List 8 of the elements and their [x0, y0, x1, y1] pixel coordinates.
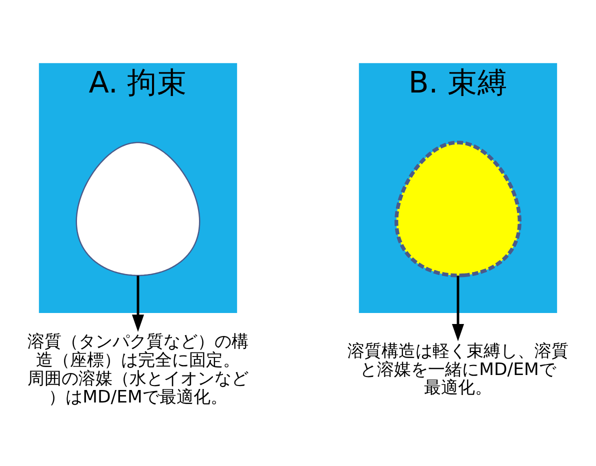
node-text: 溶質構造は軽く束縛し、溶質と溶媒を一緒にMD/EMで最適化。: [348, 341, 568, 398]
node-blob: [76, 142, 200, 276]
node-blob: [394, 140, 522, 278]
cluster: A. 拘束: [38, 63, 238, 313]
arrow: [452, 276, 464, 342]
arrow: [132, 276, 144, 332]
node-text: 溶質（タンパク質など）の構造（座標）は完全に固定。 周囲の溶媒（水とイオンなど）はMD/EMで最適化。: [28, 332, 248, 408]
cluster: B. 束縛: [358, 63, 558, 313]
